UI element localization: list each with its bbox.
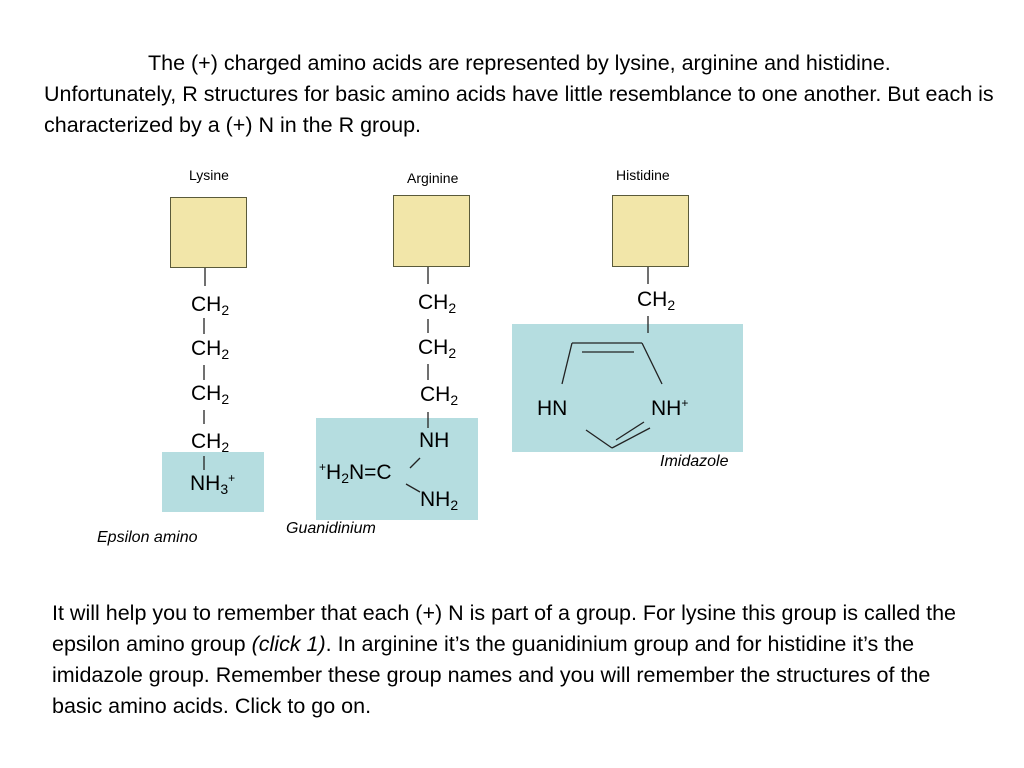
- histidine-ch-text: CH: [637, 288, 668, 311]
- intro-paragraph: The (+) charged amino acids are represen…: [44, 51, 994, 137]
- lysine-sub: 2: [221, 346, 230, 362]
- arginine-sub: 2: [448, 345, 457, 361]
- epsilon-amino-label: Epsilon amino: [97, 529, 198, 546]
- arginine-h2n-c: +H2N=C: [319, 461, 392, 485]
- imidazole-label: Imidazole: [660, 453, 729, 470]
- histidine-ch2: CH2: [637, 288, 675, 312]
- lysine-sub: 2: [221, 302, 230, 318]
- histidine-name: Histidine: [616, 167, 670, 183]
- guanidinium-label: Guanidinium: [286, 520, 376, 537]
- histidine-nh-text: NH: [651, 397, 682, 420]
- lysine-ch2-1: CH2: [191, 293, 229, 317]
- lysine-ch2-2: CH2: [191, 337, 229, 361]
- histidine-sub: 2: [667, 297, 676, 313]
- arginine-plus: +: [319, 460, 327, 474]
- lysine-ch-text: CH: [191, 293, 222, 316]
- lysine-ch2-3: CH2: [191, 382, 229, 406]
- epsilon-amino-highlight: [162, 452, 264, 512]
- arginine-sub: 2: [450, 497, 459, 513]
- arginine-ch2-3: CH2: [420, 383, 458, 407]
- footer-text-part2: . In arginine it’s the guanidinium group…: [52, 632, 931, 718]
- arginine-sub: 2: [341, 470, 349, 486]
- histidine-hn: HN: [537, 397, 568, 420]
- lysine-nh3-plus: NH3+: [190, 472, 235, 496]
- guanidinium-highlight: [316, 418, 478, 520]
- arginine-sub: 2: [448, 300, 457, 316]
- lysine-ch2-4: CH2: [191, 430, 229, 454]
- lysine-ch-text: CH: [191, 337, 222, 360]
- imidazole-highlight: [512, 324, 743, 452]
- histidine-plus: +: [681, 396, 689, 410]
- arginine-sub: 2: [450, 392, 459, 408]
- arginine-ch-text: CH: [418, 336, 449, 359]
- lysine-name: Lysine: [189, 167, 229, 183]
- lysine-ch-text: CH: [191, 430, 222, 453]
- histidine-nh-plus: NH+: [651, 397, 688, 421]
- arginine-nh: NH: [419, 429, 450, 452]
- click-hint: (click 1): [251, 632, 326, 656]
- footer-text-part1: It will help you to remember that each (…: [52, 601, 957, 656]
- arginine-nh2-text: NH: [420, 488, 451, 511]
- lysine-sub: 2: [221, 391, 230, 407]
- lysine-nh-text: NH: [190, 472, 221, 495]
- lysine-backbone-box: [170, 197, 247, 268]
- arginine-ch2-1: CH2: [418, 291, 456, 315]
- arginine-n-eq-c: N=C: [348, 461, 392, 484]
- footer-paragraph: It will help you to remember that each (…: [52, 598, 982, 722]
- arginine-h-text: H: [326, 461, 342, 484]
- arginine-nh2: NH2: [420, 488, 458, 512]
- arginine-ch-text: CH: [418, 291, 449, 314]
- lysine-sub3: 3: [220, 481, 229, 497]
- lysine-ch-text: CH: [191, 382, 222, 405]
- arginine-backbone-box: [393, 195, 470, 267]
- arginine-name: Arginine: [407, 170, 459, 186]
- lysine-sub: 2: [221, 439, 230, 455]
- histidine-backbone-box: [612, 195, 689, 267]
- lysine-plus: +: [228, 471, 236, 485]
- arginine-ch2-2: CH2: [418, 336, 456, 360]
- arginine-ch-text: CH: [420, 383, 451, 406]
